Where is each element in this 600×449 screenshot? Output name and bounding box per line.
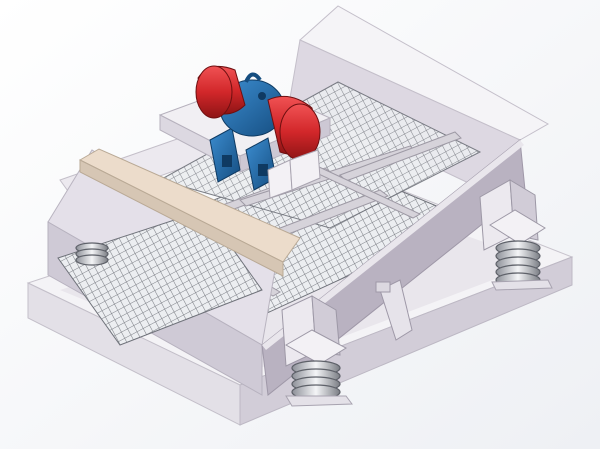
spring-mount-front-right (281, 295, 348, 367)
cross-beam (78, 148, 301, 277)
spring-front-right (291, 360, 341, 400)
spring-mount-rear-right (479, 179, 546, 251)
vibration-motor (195, 65, 321, 191)
center-bracket (375, 279, 413, 341)
spring-pad-rear (491, 279, 553, 291)
motor-support-bracket (267, 149, 321, 199)
front-mesh-opening (57, 209, 263, 346)
spring-rear-left (75, 242, 109, 266)
spring-pad-front (285, 395, 353, 407)
